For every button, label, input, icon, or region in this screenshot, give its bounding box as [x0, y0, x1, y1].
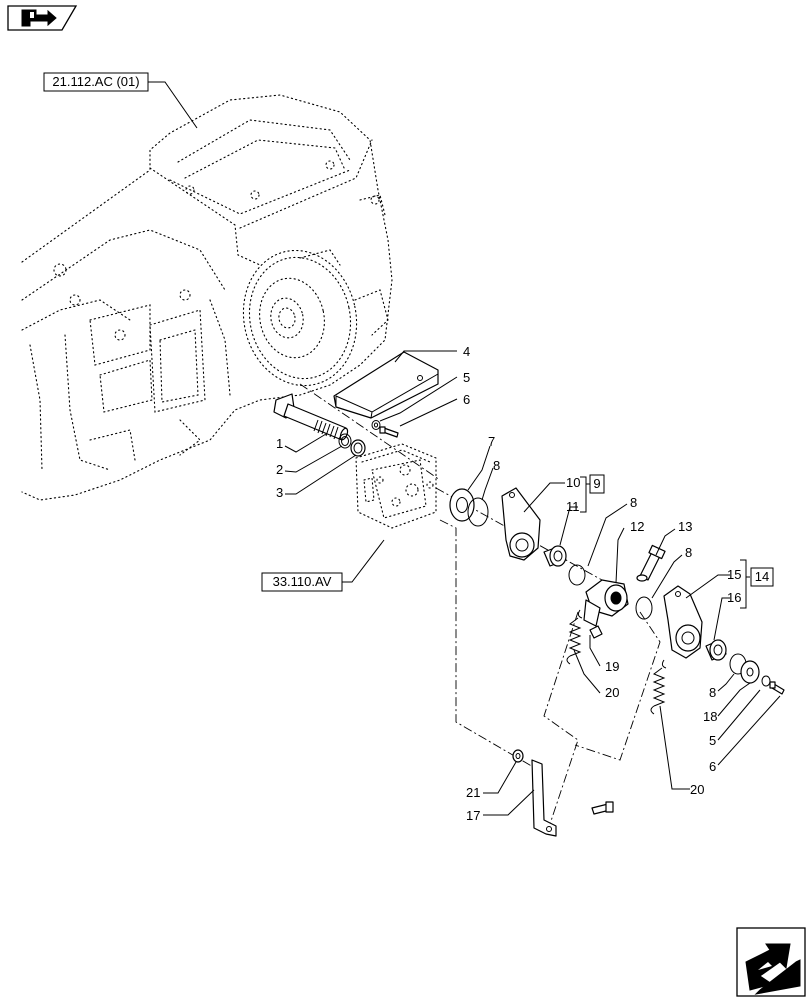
part-17-bracket [531, 759, 557, 837]
callout-numbers: 4 5 6 1 2 3 7 8 10 11 8 12 13 8 15 16 19… [276, 344, 741, 823]
callout-7[interactable]: 7 [488, 434, 495, 449]
part-19-fitting [589, 625, 603, 639]
part-8-oring-a [467, 497, 489, 527]
callout-10[interactable]: 10 [566, 475, 580, 490]
part-20-spring-right [650, 659, 667, 715]
callout-1[interactable]: 1 [276, 436, 283, 451]
callout-5-upper[interactable]: 5 [463, 370, 470, 385]
part-21-nut [512, 749, 524, 763]
group-bracket-9 [580, 476, 590, 513]
callout-6-lower[interactable]: 6 [709, 759, 716, 774]
callout-20-right[interactable]: 20 [690, 782, 704, 797]
part-12-valve [583, 579, 629, 627]
callout-13[interactable]: 13 [678, 519, 692, 534]
part-2-oring [338, 433, 352, 449]
next-page-arrow-icon[interactable] [736, 927, 806, 997]
part-3-bushing [350, 439, 366, 457]
housing-reference-label: 33.110.AV [273, 574, 332, 589]
group-box-14-label: 14 [755, 569, 769, 584]
part-17-bolt [591, 801, 614, 815]
callout-8-a[interactable]: 8 [493, 458, 500, 473]
callout-16[interactable]: 16 [727, 590, 741, 605]
part-10-lever [501, 487, 541, 561]
callout-8-d[interactable]: 8 [709, 685, 716, 700]
callout-8-b[interactable]: 8 [630, 495, 637, 510]
part-8-oring-b [568, 564, 586, 586]
callout-15[interactable]: 15 [727, 567, 741, 582]
prev-page-arrow-icon[interactable] [7, 5, 78, 31]
housing-reference-box[interactable]: 33.110.AV [261, 572, 343, 592]
callout-5-lower[interactable]: 5 [709, 733, 716, 748]
part-6-bolt-upper [379, 426, 399, 438]
part-15-lever [663, 585, 703, 659]
part-5-washer-lower [761, 675, 771, 687]
part-8-oring-c [635, 596, 653, 620]
part-16-bush [705, 639, 727, 661]
callout-19[interactable]: 19 [605, 659, 619, 674]
frame-reference-label: 21.112.AC (01) [52, 74, 139, 89]
callout-11[interactable]: 11 [566, 499, 580, 514]
part-1-shaft [273, 393, 349, 441]
frame-reference-box[interactable]: 21.112.AC (01) [43, 72, 149, 92]
callout-18[interactable]: 18 [703, 709, 717, 724]
part-18-washer [740, 660, 760, 684]
leader-lines [284, 350, 781, 816]
part-11-bush [543, 545, 567, 567]
part-20-spring-left [566, 609, 583, 665]
callout-8-c[interactable]: 8 [685, 545, 692, 560]
leader-frame-ref [148, 81, 198, 129]
leader-housing-ref [342, 539, 385, 583]
callout-20-left[interactable]: 20 [605, 685, 619, 700]
group-box-9-label: 9 [593, 476, 600, 491]
callout-4[interactable]: 4 [463, 344, 470, 359]
group-box-14[interactable]: 14 [750, 567, 774, 587]
group-bracket-14 [740, 559, 750, 609]
callout-2[interactable]: 2 [276, 462, 283, 477]
part-7-thrust-washer [449, 488, 475, 522]
callout-12[interactable]: 12 [630, 519, 644, 534]
transmission-housing-outline [21, 94, 393, 501]
callout-3[interactable]: 3 [276, 485, 283, 500]
part-4-cover-bracket [333, 351, 439, 419]
callout-21[interactable]: 21 [466, 785, 480, 800]
callout-17[interactable]: 17 [466, 808, 480, 823]
part-13-pin [636, 544, 666, 582]
valve-housing-block [355, 443, 437, 529]
group-box-9[interactable]: 9 [589, 474, 605, 494]
part-5-washer-upper [371, 420, 381, 430]
part-6-bolt-lower [769, 681, 785, 695]
callout-6-upper[interactable]: 6 [463, 392, 470, 407]
